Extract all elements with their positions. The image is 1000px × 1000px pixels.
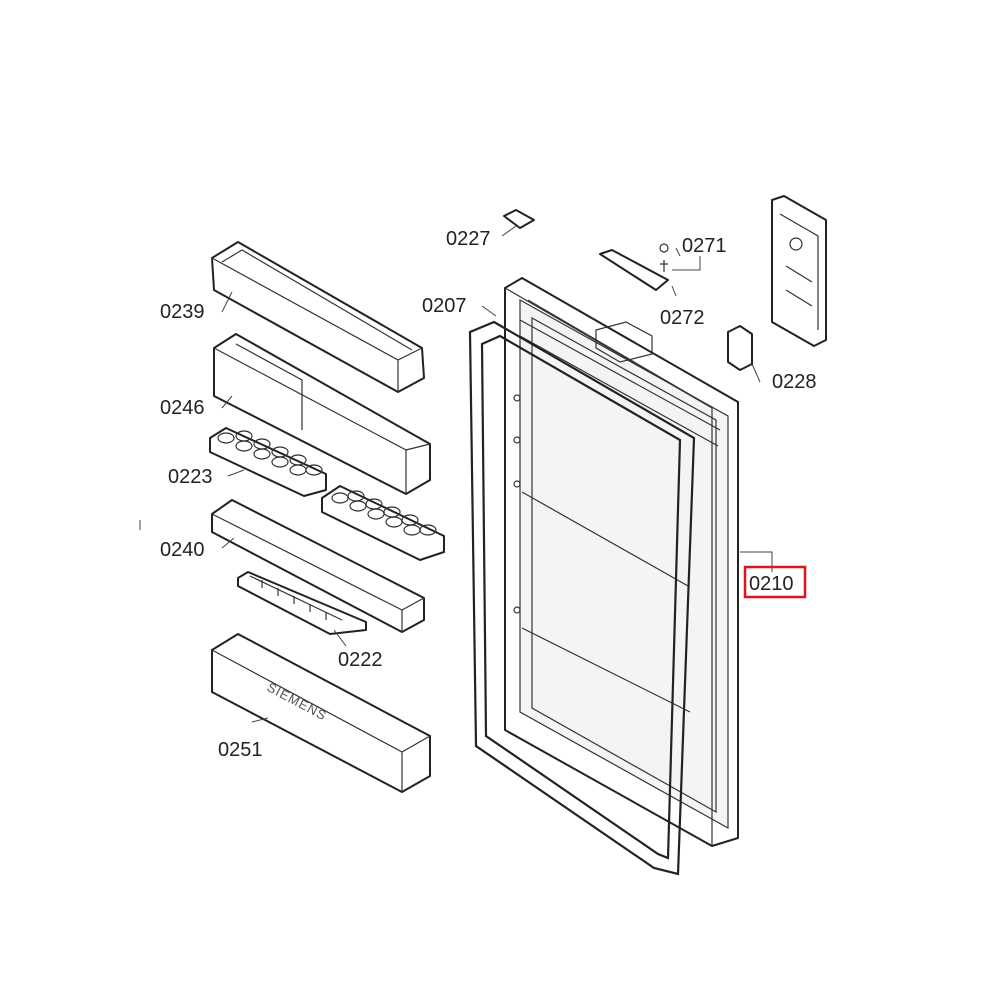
label-0251: 0251 (218, 739, 263, 761)
door-shelf-0240 (211, 499, 425, 633)
door-shelf-0239 (211, 241, 425, 393)
bottle-retainer-0222 (237, 571, 367, 635)
egg-tray-second (321, 485, 445, 561)
door-gasket-0207 (468, 320, 696, 876)
label-0239: 0239 (160, 301, 205, 323)
egg-tray-0223 (209, 427, 327, 497)
door-panel-0210 (504, 277, 739, 847)
hinge-assembly (771, 195, 827, 347)
label-0272: 0272 (660, 307, 705, 329)
cover-part-0227 (503, 209, 535, 229)
label-0227: 0227 (446, 228, 491, 250)
door-compartment-0246 (213, 333, 431, 495)
hinge-plate-0272 (599, 243, 669, 291)
label-0246: 0246 (160, 397, 205, 419)
label-0240: 0240 (160, 539, 205, 561)
label-0222: 0222 (338, 649, 383, 671)
cover-part-0228 (727, 325, 753, 371)
label-0228: 0228 (772, 371, 817, 393)
door-shelf-0251: SIEMENS (211, 633, 431, 793)
highlight-box-0210 (743, 565, 807, 599)
label-0210: 0210 (749, 573, 794, 595)
label-0223: 0223 (168, 466, 213, 488)
label-0271: 0271 (682, 235, 727, 257)
label-0207: 0207 (422, 295, 467, 317)
leader-lines (221, 225, 773, 723)
